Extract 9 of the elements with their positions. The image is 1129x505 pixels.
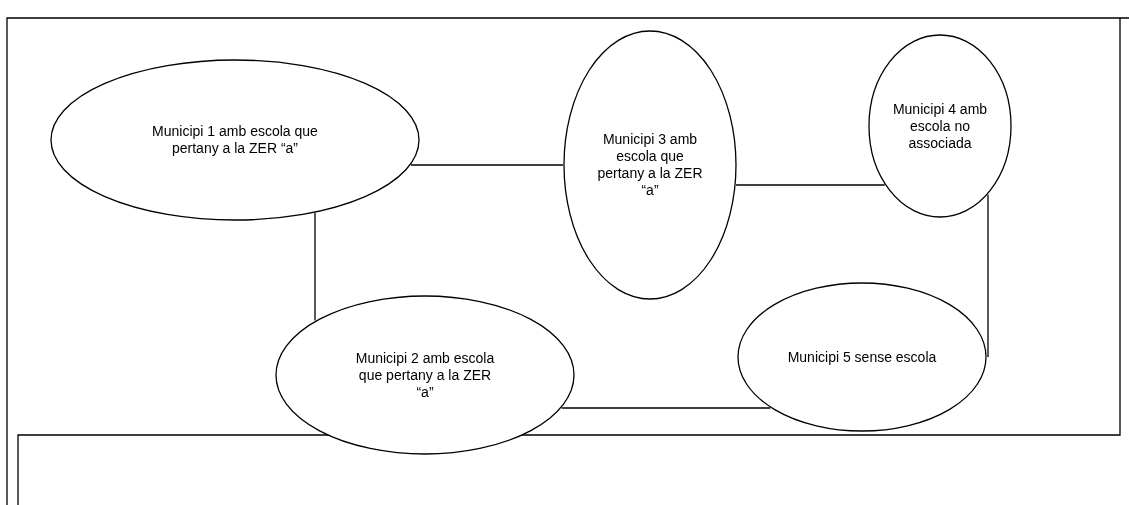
connector-line [410, 164, 564, 166]
node-label: Municipi 3 amb escola que pertany a la ZER “a” [596, 131, 704, 199]
connector-line [561, 407, 771, 409]
node-label: Municipi 4 amb escola no associada [891, 100, 989, 152]
node-label: Municipi 5 sense escola [786, 348, 938, 366]
node-label: Municipi 2 amb escola que pertany a la ZER “a” [355, 349, 495, 401]
node-label: Municipi 1 amb escola que pertany a la ZER “a” [151, 123, 319, 157]
connector-line [314, 212, 316, 322]
connector-line [735, 184, 886, 186]
